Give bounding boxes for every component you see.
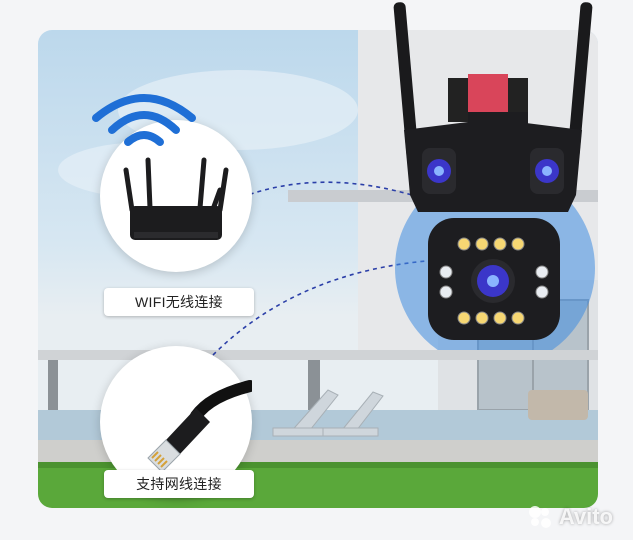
sofa <box>528 390 588 420</box>
security-camera-icon <box>393 2 595 350</box>
ethernet-connection-label: 支持网线连接 <box>104 470 254 498</box>
avito-watermark: Avito <box>527 504 613 530</box>
wifi-signal-icon <box>92 94 196 146</box>
avito-logo-icon <box>528 506 551 528</box>
ethernet-cable-icon <box>147 380 256 473</box>
router-icon <box>123 157 229 240</box>
wifi-connection-label: WIFI无线连接 <box>104 288 254 316</box>
wifi-router-card <box>100 120 252 272</box>
watermark-text: Avito <box>558 504 613 529</box>
deck-chairs <box>272 389 384 437</box>
